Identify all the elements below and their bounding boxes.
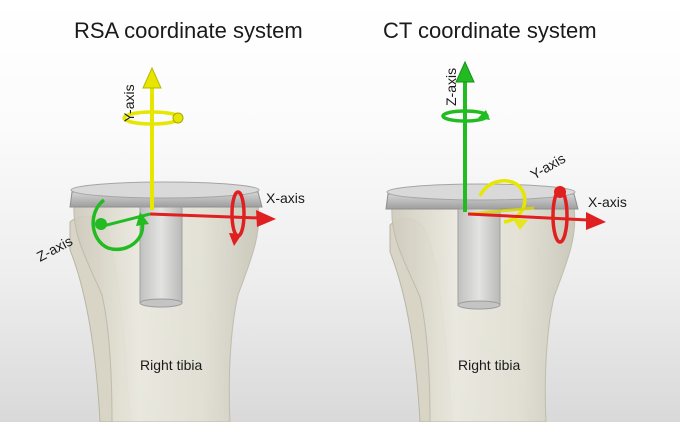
ct-panel-title: CT coordinate system: [383, 18, 597, 43]
ct-z-axis-label: Z-axis: [443, 68, 459, 106]
ct-y-axis: [467, 206, 535, 216]
rsa-x-axis: [149, 212, 261, 220]
ct-y-axis-label: Y-axis: [528, 150, 569, 183]
rsa-x-axis-label: X-axis: [266, 190, 305, 206]
rsa-y-axis-label: Y-axis: [121, 84, 137, 122]
rsa-bone-label: Right tibia: [140, 357, 202, 373]
ct-x-arrowhead: [586, 212, 606, 230]
rsa-z-arrowhead: [95, 218, 107, 230]
rsa-panel-title: RSA coordinate system: [74, 18, 303, 43]
ct-panel: [385, 60, 606, 422]
rsa-tray-top: [70, 181, 260, 199]
rsa-x-arrowhead: [256, 210, 276, 227]
ct-bone-label: Right tibia: [458, 357, 520, 373]
rsa-y-arrowhead: [142, 66, 162, 89]
ct-z-arrowhead: [455, 60, 475, 83]
ct-stem: [457, 208, 501, 306]
ct-x-axis-label: X-axis: [588, 194, 627, 210]
rsa-z-rotation: [91, 198, 145, 252]
rsa-tibia: [73, 204, 260, 422]
rsa-z-axis-label: Z-axis: [34, 233, 75, 265]
rsa-panel: [69, 66, 276, 422]
ct-tibia: [391, 206, 576, 422]
ct-y-arrowhead: [512, 218, 528, 230]
